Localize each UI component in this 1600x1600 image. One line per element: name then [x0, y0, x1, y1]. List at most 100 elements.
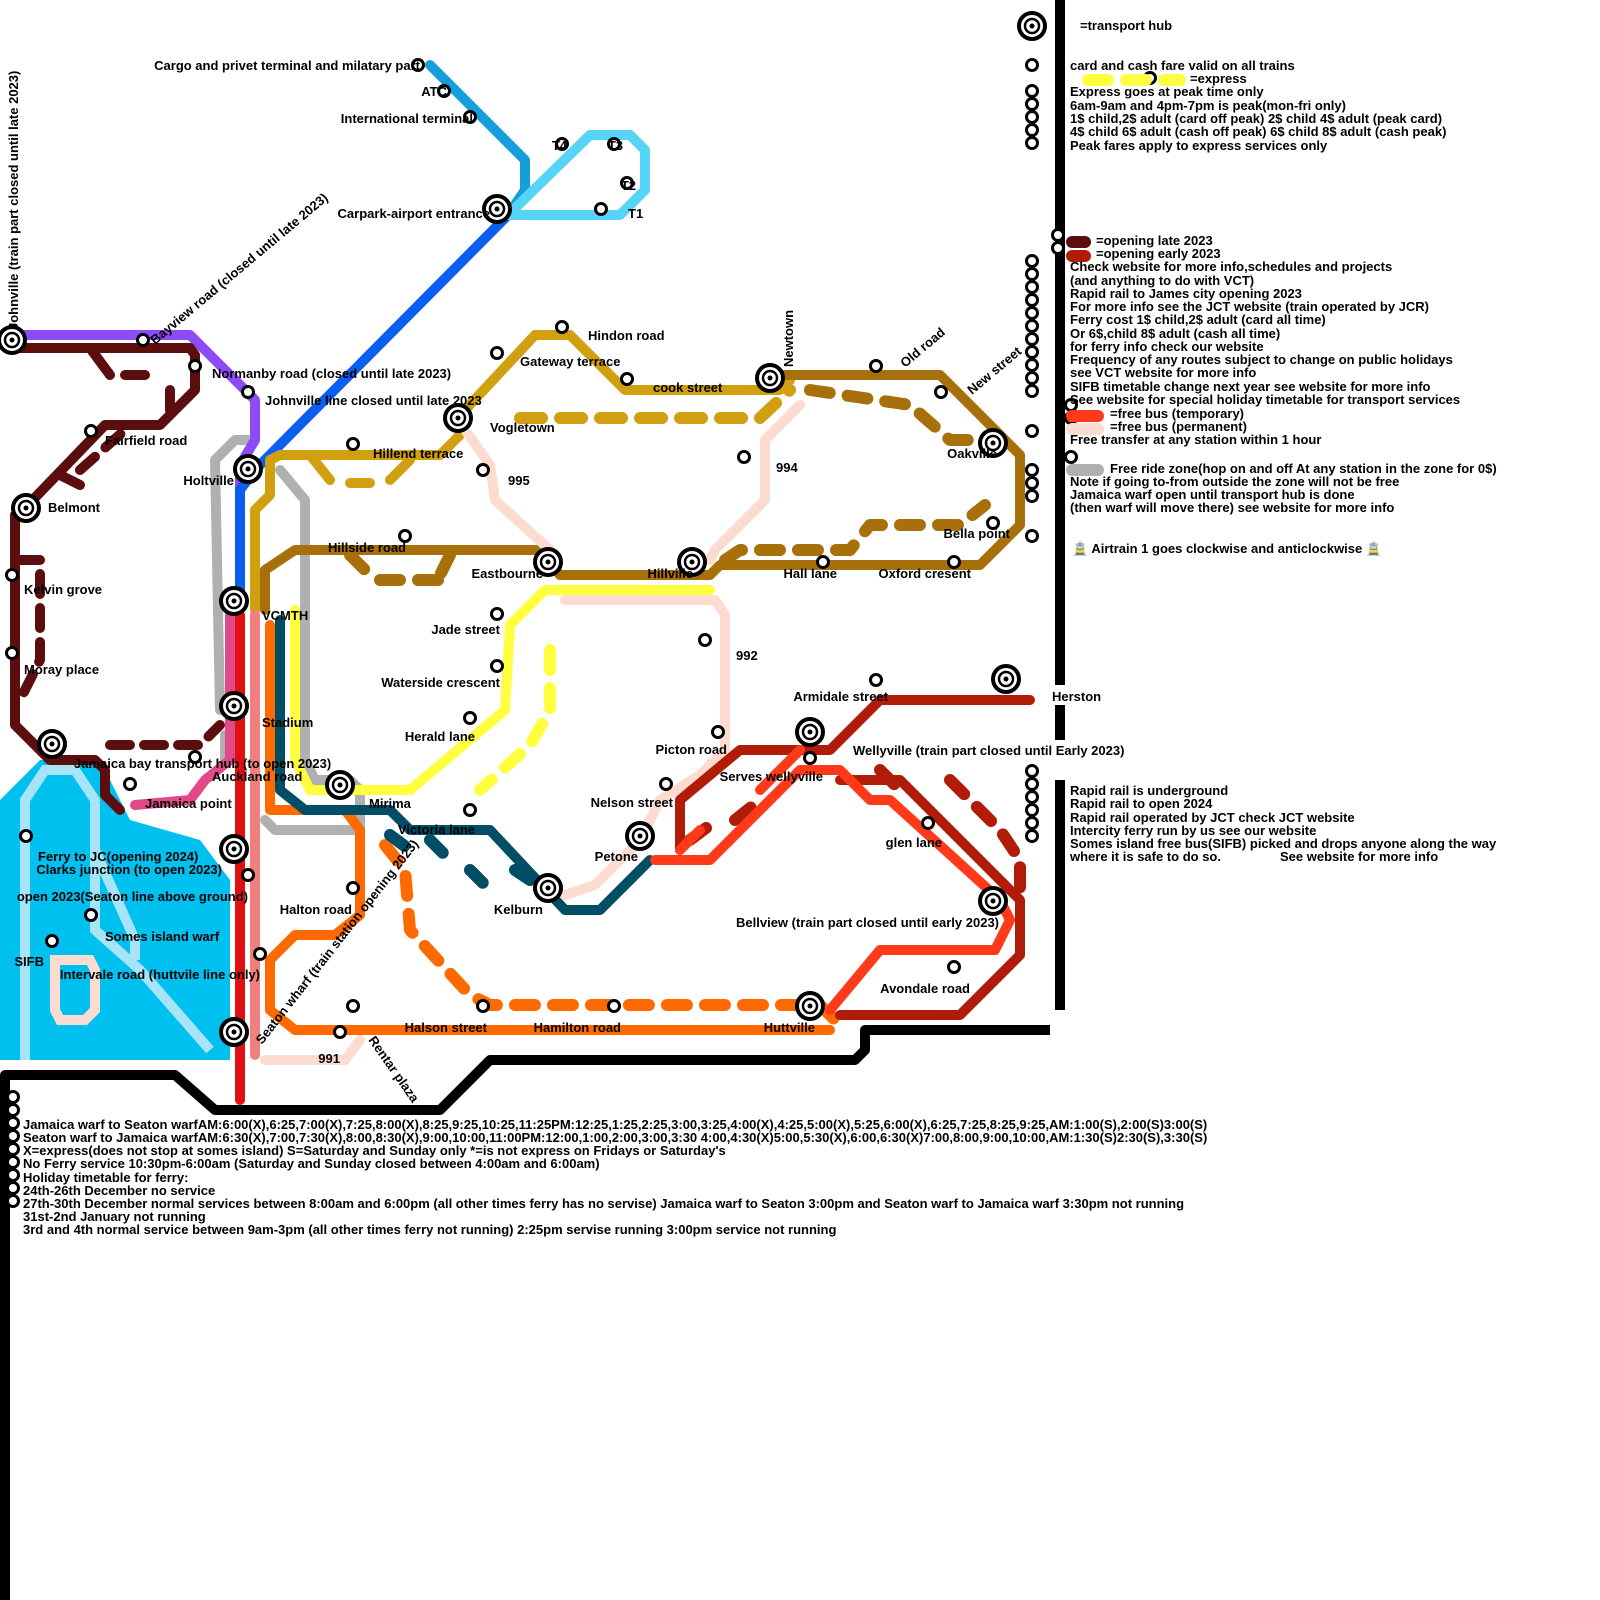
label-normanby: Normanby road (closed until late 2023): [212, 366, 451, 381]
legend-peak-only: Express goes at peak time only: [1070, 84, 1264, 99]
legend-info2: (and anything to do with VCT): [1070, 273, 1254, 288]
label-cook: cook street: [653, 380, 723, 395]
label-seaton: Seaton wharf (train station opening 2023…: [253, 837, 422, 1047]
legend-swatches: [1066, 74, 1186, 476]
legend-opening-early: =opening early 2023: [1096, 246, 1221, 261]
label-atc: ATC: [421, 84, 447, 99]
legend-fare1: 1$ child,2$ adult (card off peak) 2$ chi…: [1070, 111, 1442, 126]
stop-legend-dot-27-icon: [1025, 829, 1039, 843]
legend-info10: SIFB timetable change next year see webs…: [1070, 379, 1431, 394]
label-ferry-jc: Ferry to JC(opening 2024): [38, 849, 198, 864]
label-auckland: Auckland road: [212, 769, 302, 784]
stop-legend-dot-24-icon: [1025, 790, 1039, 804]
stop-legend-dot-13-icon: [1025, 345, 1039, 359]
stop-legend-dot-22-icon: [1025, 764, 1039, 778]
label-hamilton: Hamilton road: [534, 1020, 621, 1035]
gold-line-dashed: [514, 384, 796, 424]
label-new-street: New street: [964, 343, 1025, 397]
stop-ferry-jc-icon: [19, 829, 33, 843]
hub-jamaica-bay-icon: [37, 729, 67, 759]
label-old-road: Old road: [897, 324, 948, 370]
stop-legend-dot-20-icon: [1025, 489, 1039, 503]
ferry-route: [20, 765, 214, 1060]
label-kelvin: Kelvin grove: [24, 582, 102, 597]
legend-airtrain: 🚊 Airtrain 1 goes clockwise and anticloc…: [1072, 541, 1382, 556]
stop-rentar-icon: [346, 999, 360, 1013]
legend-free-transfer: Free transfer at any station within 1 ho…: [1070, 432, 1321, 447]
ferry-line-0: Jamaica warf to Seaton warfAM:6:00(X),6:…: [23, 1117, 1207, 1132]
legend-rapid1: Rapid rail is underground: [1070, 783, 1228, 798]
stop-legend-dot-4-icon: [1025, 123, 1039, 137]
label-nelson: Nelson street: [591, 795, 674, 810]
legend-free-bus-temp: =free bus (temporary): [1110, 406, 1244, 421]
stop-hillside-icon: [398, 529, 412, 543]
stop-herald-icon: [463, 711, 477, 725]
stop-legend-free-icon: [1064, 450, 1078, 464]
stop-kelvin-icon: [5, 568, 19, 582]
stop-legend-dot-6-icon: [1025, 254, 1039, 268]
label-waterside: Waterside crescent: [381, 675, 500, 690]
stop-moray-icon: [5, 646, 19, 660]
maroon-line-branch: [55, 343, 175, 490]
hub-herston-icon: [991, 664, 1021, 694]
stop-sifb-icon: [45, 934, 59, 948]
stop-t4-icon: [555, 137, 569, 151]
legend-note1: Note if going to-from outside the zone w…: [1070, 474, 1399, 489]
ferry-line-1: Seaton warf to Jamaica warfAM:6:30(X),7:…: [23, 1130, 1207, 1145]
stop-bayview-icon: [136, 333, 150, 347]
stop-jamaica-point-icon: [123, 777, 137, 791]
ferry-line-7: 31st-2nd January not running: [23, 1209, 206, 1224]
label-stadium: Stadium: [262, 715, 313, 730]
stop-s995-icon: [476, 463, 490, 477]
label-992: 992: [736, 648, 758, 663]
legend-info8: Frequency of any routes subject to chang…: [1070, 352, 1453, 367]
stop-s991-icon: [333, 1025, 347, 1039]
label-fairfield: Fairfield road: [105, 433, 187, 448]
hub-seaton-icon: [219, 1017, 249, 1047]
label-rentar: Rentar plaza: [366, 1033, 423, 1106]
label-hall-lane: Hall lane: [784, 566, 837, 581]
stop-oxford-icon: [947, 555, 961, 569]
stop-t3-icon: [607, 137, 621, 151]
stop-somes-icon: [84, 908, 98, 922]
stop-legend-dot-26-icon: [1025, 816, 1039, 830]
peach-line: [260, 400, 805, 1065]
stop-hillend-icon: [346, 437, 360, 451]
stop-legend-dot-1-icon: [1025, 84, 1039, 98]
hub-carpark-icon: [482, 194, 512, 224]
stop-legend-dot-2-icon: [1025, 97, 1039, 111]
stop-ferry-dot-4-icon: [6, 1142, 20, 1156]
stop-legend-dot-21-icon: [1025, 529, 1039, 543]
stop-legend-dot-0-icon: [1025, 58, 1039, 72]
stop-s992-icon: [698, 633, 712, 647]
label-victoria: Victoria lane: [398, 822, 475, 837]
legend-info6: Or 6$,child 8$ adult (cash all time): [1070, 326, 1280, 341]
label-somes: Somes island warf: [105, 929, 220, 944]
hub-bellview-icon: [978, 886, 1008, 916]
ferry-route-2: [90, 847, 140, 960]
brown-line-dashed: [344, 384, 991, 586]
label-995: 995: [508, 473, 530, 488]
stop-ferry-dot-6-icon: [6, 1168, 20, 1182]
hub-kelburn-icon: [533, 873, 563, 903]
stop-new-street-icon: [934, 385, 948, 399]
hub-legend-hub-icon: [1017, 11, 1047, 41]
hub-holtville-icon: [233, 454, 263, 484]
legend-text: =transport hub card and cash fare valid …: [1069, 18, 1497, 864]
legend-free-ride: Free ride zone(hop on and off At any sta…: [1110, 461, 1497, 476]
stop-nelson-icon: [659, 777, 673, 791]
legend-rapid4: Intercity ferry run by us see our websit…: [1070, 823, 1316, 838]
label-hindon: Hindon road: [588, 328, 665, 343]
label-994: 994: [776, 460, 798, 475]
teal-line-dashed: [384, 829, 551, 896]
label-johnville: Johnville (train part closed until late …: [6, 71, 21, 330]
hub-mirima-icon: [325, 770, 355, 800]
water-area: [0, 760, 230, 1060]
label-t3: T3: [608, 138, 623, 153]
stop-hindon-icon: [555, 320, 569, 334]
stop-gateway-icon: [490, 346, 504, 360]
ferry-line-6: 27th-30th December normal services betwe…: [23, 1196, 1184, 1211]
transit-lines: [7, 60, 1035, 1105]
legend-opening-late: =opening late 2023: [1096, 233, 1213, 248]
yellow-express-line: [290, 585, 715, 795]
